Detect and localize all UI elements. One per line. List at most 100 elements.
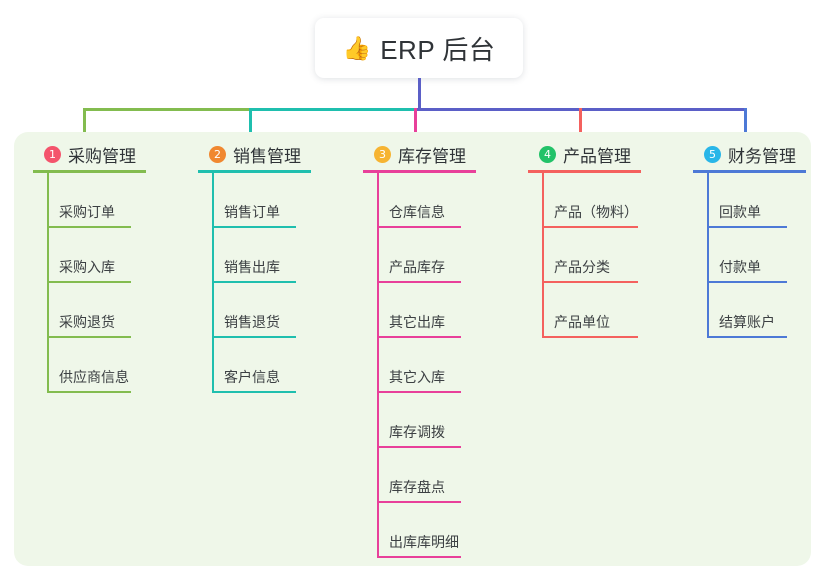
- branch-title: 产品管理: [563, 146, 631, 166]
- branch-title: 库存管理: [398, 146, 466, 166]
- branch-item-rule: [47, 391, 131, 393]
- branch-item-rule: [377, 226, 461, 228]
- branch-item-rule: [707, 281, 787, 283]
- branch-item[interactable]: 回款单: [693, 173, 806, 228]
- branch-title: 销售管理: [233, 146, 301, 166]
- branch-item-list: 产品（物料） 产品分类产品单位: [528, 173, 641, 338]
- root-node-label: ERP 后台: [380, 34, 496, 65]
- branch-item-label: 结算账户: [719, 314, 775, 330]
- branch-item-rule: [212, 391, 296, 393]
- branch-item-rule: [212, 226, 296, 228]
- branch-item[interactable]: 产品分类: [528, 228, 641, 283]
- branch-item[interactable]: 供应商信息: [33, 338, 146, 393]
- branch-item-rule: [377, 391, 461, 393]
- branch-item[interactable]: 结算账户: [693, 283, 806, 338]
- drop-connector-4: [579, 108, 582, 141]
- branch-item-rule: [47, 336, 131, 338]
- branch-item-label: 出库库明细: [389, 534, 459, 550]
- branch-item-rule: [377, 446, 461, 448]
- branch-item[interactable]: 销售退货: [198, 283, 311, 338]
- branch-item[interactable]: 仓库信息: [363, 173, 476, 228]
- branch-item-label: 其它入库: [389, 369, 445, 385]
- branch-item[interactable]: 采购退货: [33, 283, 146, 338]
- branch-column-1: 1 采购管理采购订单采购入库采购退货供应商信息: [33, 142, 146, 393]
- branch-item-label: 采购退货: [59, 314, 115, 330]
- branch-header-rule: [528, 170, 641, 173]
- branch-item-rule: [542, 281, 638, 283]
- bus-segment-2: [249, 108, 415, 111]
- branch-item-rule: [377, 281, 461, 283]
- branch-item-rule: [212, 336, 296, 338]
- branch-spine: [377, 173, 379, 558]
- branch-item-label: 产品单位: [554, 314, 610, 330]
- branch-item[interactable]: 产品单位: [528, 283, 641, 338]
- branch-item[interactable]: 产品（物料）: [528, 173, 641, 228]
- branch-item[interactable]: 客户信息: [198, 338, 311, 393]
- branch-number-badge: 1: [44, 145, 61, 163]
- branch-item-label: 付款单: [719, 259, 761, 275]
- branch-item-label: 销售订单: [224, 204, 280, 220]
- branch-item-label: 产品库存: [389, 259, 445, 275]
- branch-item-rule: [47, 226, 131, 228]
- drop-connector-3: [414, 108, 417, 141]
- branch-item-rule: [377, 556, 461, 558]
- bus-segment-1: [83, 108, 249, 111]
- branch-header-1[interactable]: 1 采购管理: [33, 142, 146, 166]
- branch-item[interactable]: 付款单: [693, 228, 806, 283]
- branch-header-rule: [363, 170, 476, 173]
- drop-connector-2: [249, 108, 252, 141]
- branch-item-label: 销售退货: [224, 314, 280, 330]
- branch-item-list: 仓库信息产品库存其它出库其它入库库存调拨库存盘点出库库明细: [363, 173, 476, 558]
- branch-header-5[interactable]: 5 财务管理: [693, 142, 806, 166]
- branch-item-list: 回款单付款单结算账户: [693, 173, 806, 338]
- branch-spine: [707, 173, 709, 338]
- branch-item[interactable]: 其它入库: [363, 338, 476, 393]
- branch-item[interactable]: 其它出库: [363, 283, 476, 338]
- branch-header-4[interactable]: 4 产品管理: [528, 142, 641, 166]
- branch-spine: [47, 173, 49, 393]
- branch-item-label: 销售出库: [224, 259, 280, 275]
- branch-item[interactable]: 库存调拨: [363, 393, 476, 448]
- branch-item[interactable]: 出库库明细: [363, 503, 476, 558]
- drop-connector-5: [744, 108, 747, 141]
- branch-title: 财务管理: [728, 146, 796, 166]
- branch-item[interactable]: 销售出库: [198, 228, 311, 283]
- branch-item-label: 回款单: [719, 204, 761, 220]
- branch-item-label: 产品分类: [554, 259, 610, 275]
- branch-item[interactable]: 采购订单: [33, 173, 146, 228]
- branch-spine: [212, 173, 214, 393]
- branch-item[interactable]: 销售订单: [198, 173, 311, 228]
- branch-item-label: 库存调拨: [389, 424, 445, 440]
- branch-header-rule: [693, 170, 806, 173]
- branch-number-badge: 5: [704, 145, 721, 163]
- branch-item-label: 供应商信息: [59, 369, 129, 385]
- branch-column-5: 5 财务管理回款单付款单结算账户: [693, 142, 806, 338]
- branch-item[interactable]: 库存盘点: [363, 448, 476, 503]
- branch-number-badge: 4: [539, 145, 556, 163]
- branch-item-label: 采购订单: [59, 204, 115, 220]
- branch-item-rule: [377, 336, 461, 338]
- root-node[interactable]: 👍 ERP 后台: [315, 18, 523, 78]
- branch-title: 采购管理: [68, 146, 136, 166]
- branch-panel: [14, 132, 811, 566]
- branch-item-rule: [542, 226, 638, 228]
- thumbs-up-icon: 👍: [342, 34, 372, 61]
- branch-item-list: 采购订单采购入库采购退货供应商信息: [33, 173, 146, 393]
- branch-item-rule: [542, 336, 638, 338]
- branch-item-label: 其它出库: [389, 314, 445, 330]
- branch-spine: [542, 173, 544, 338]
- branch-item-rule: [377, 501, 461, 503]
- branch-header-rule: [33, 170, 146, 173]
- branch-item[interactable]: 产品库存: [363, 228, 476, 283]
- branch-header-rule: [198, 170, 311, 173]
- branch-item-list: 销售订单销售出库销售退货客户信息: [198, 173, 311, 393]
- branch-item-label: 采购入库: [59, 259, 115, 275]
- branch-item-rule: [707, 226, 787, 228]
- branch-item-label: 客户信息: [224, 369, 280, 385]
- branch-item[interactable]: 采购入库: [33, 228, 146, 283]
- branch-item-label: 库存盘点: [389, 479, 445, 495]
